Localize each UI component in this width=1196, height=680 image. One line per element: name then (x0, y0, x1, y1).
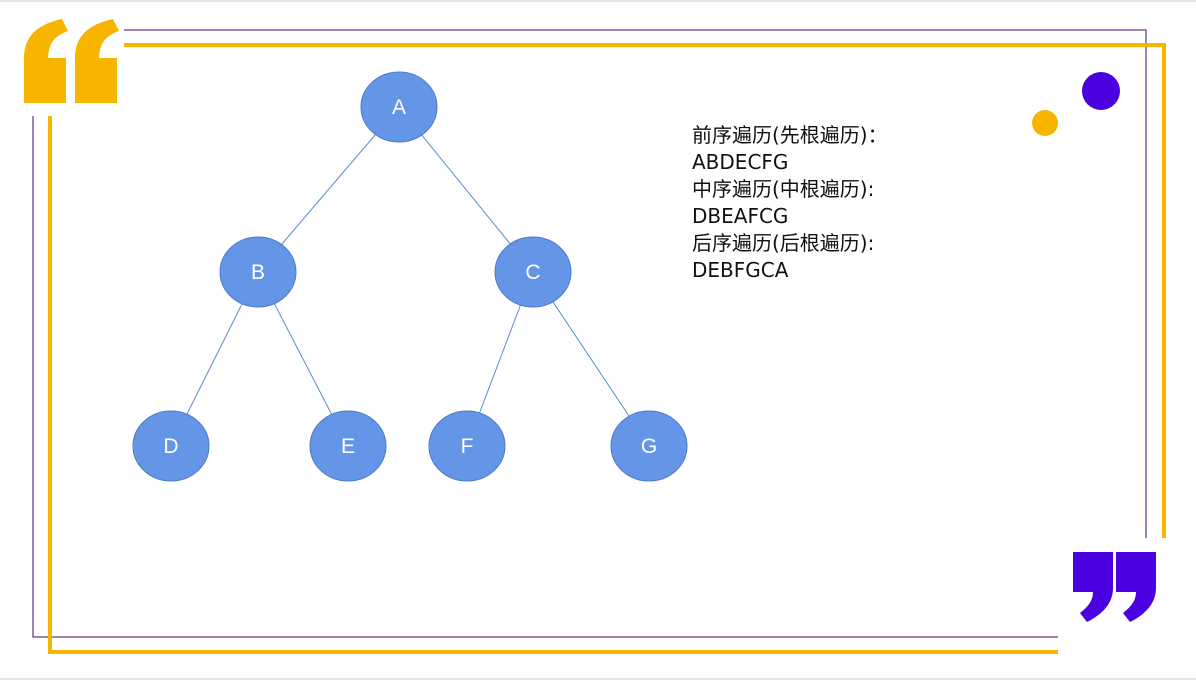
preorder-heading: 前序遍历(先根遍历)： (692, 123, 888, 147)
tree-node-label: C (525, 261, 540, 284)
tree-edge-c-f (479, 304, 521, 414)
tree-node-circle (610, 410, 688, 482)
tree-node-g: G (610, 410, 688, 482)
tree-node-circle (132, 410, 210, 482)
close-quote-icon (1073, 552, 1156, 622)
tree-node-label: F (461, 435, 474, 458)
binary-tree: A B C D E F G (132, 71, 688, 482)
purple-frame (32, 29, 1147, 638)
preorder-sequence: ABDECFG (692, 150, 789, 174)
postorder-heading: 后序遍历(后根遍历): (692, 231, 875, 255)
tree-node-f: F (428, 410, 506, 482)
tree-node-circle (219, 236, 297, 308)
tree-node-d: D (132, 410, 210, 482)
tree-node-label: D (163, 435, 178, 458)
tree-edge-a-c (421, 134, 511, 245)
tree-node-label: E (341, 435, 355, 458)
open-quote-icon (24, 19, 119, 103)
tree-edge-c-g (552, 301, 630, 417)
tree-node-label: A (392, 96, 406, 119)
tree-node-circle (360, 71, 438, 143)
tree-edge-b-d (186, 303, 243, 415)
tree-node-b: B (219, 236, 297, 308)
tree-node-label: B (251, 261, 265, 284)
bottom-edge (0, 678, 1196, 680)
tree-node-circle (428, 410, 506, 482)
tree-edge-a-b (281, 134, 376, 245)
yellow-dot (1032, 110, 1058, 136)
inorder-heading: 中序遍历(中根遍历): (692, 177, 875, 201)
traversal-list: 前序遍历(先根遍历)： ABDECFG 中序遍历(中根遍历): DBEAFCG … (692, 122, 888, 284)
purple-dot (1082, 72, 1120, 110)
tree-node-circle (309, 410, 387, 482)
postorder-sequence: DEBFGCA (692, 258, 789, 282)
inorder-sequence: DBEAFCG (692, 204, 789, 228)
top-edge (0, 0, 1196, 2)
tree-edge-b-e (273, 303, 333, 415)
yellow-frame (48, 43, 1166, 654)
tree-node-a: A (360, 71, 438, 143)
tree-node-c: C (494, 236, 572, 308)
tree-node-label: G (641, 435, 657, 458)
tree-node-circle (494, 236, 572, 308)
tree-node-e: E (309, 410, 387, 482)
